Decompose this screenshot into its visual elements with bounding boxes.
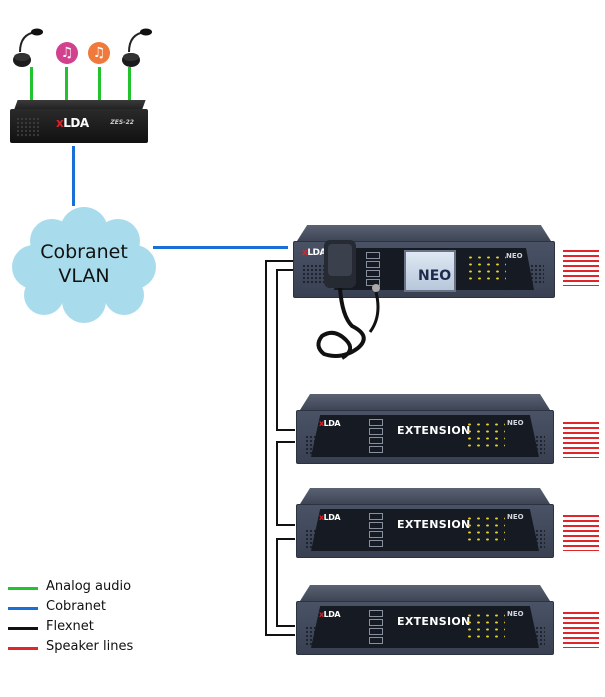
status-leds (465, 515, 505, 545)
microphone-icon (13, 28, 43, 67)
analog-audio-wire (65, 67, 68, 100)
legend-label: Speaker lines (46, 639, 134, 654)
extension-label: EXTENSION (397, 424, 471, 437)
lda-logo: xLDA (56, 116, 89, 130)
legend-label: Cobranet (46, 599, 106, 614)
speaker-lines (563, 515, 599, 551)
cloud-label: Cobranet VLAN (40, 241, 128, 287)
music-note-icon: ♫ (88, 42, 110, 64)
button-column (369, 419, 383, 455)
flexnet-wire (276, 269, 295, 431)
handheld-microphone-icon (316, 240, 380, 360)
cobranet-wire (72, 146, 75, 206)
extension-label: EXTENSION (397, 518, 471, 531)
legend-swatch (8, 587, 38, 590)
extension-unit: xLDA EXTENSION NEO (296, 585, 554, 657)
device-model: ZES-22 (110, 119, 134, 126)
flexnet-wire (276, 441, 295, 526)
zes-device: xLDA ZES-22 (10, 100, 150, 144)
cobranet-wire (153, 246, 288, 249)
flexnet-wire-outer (265, 260, 295, 636)
legend-swatch (8, 607, 38, 610)
neo-tag: NEO (507, 610, 524, 618)
speaker-lines (563, 250, 599, 286)
legend-swatch (8, 627, 38, 630)
button-column (369, 610, 383, 646)
cobranet-vlan-cloud (12, 207, 156, 323)
extension-unit: xLDA EXTENSION NEO (296, 488, 554, 560)
analog-audio-wire (30, 67, 33, 100)
speaker-lines (563, 422, 599, 458)
legend-label: Analog audio (46, 579, 132, 594)
status-leds (465, 421, 505, 451)
lcd-screen: NEO (404, 250, 456, 292)
music-note-icon: ♫ (56, 42, 78, 64)
extension-unit: xLDA EXTENSION NEO (296, 394, 554, 466)
lda-logo: xLDA (319, 513, 341, 522)
extension-label: EXTENSION (397, 615, 471, 628)
lda-logo: xLDA (319, 419, 341, 428)
neo-tag: NEO (507, 513, 524, 521)
legend-label: Flexnet (46, 619, 94, 634)
analog-audio-wire (98, 67, 101, 100)
flexnet-wire (276, 538, 295, 627)
analog-audio-wire (128, 67, 131, 100)
status-leds (466, 254, 506, 284)
button-column (369, 513, 383, 549)
neo-tag: NEO (507, 419, 524, 427)
lda-logo: xLDA (319, 610, 341, 619)
neo-tag: NEO (506, 252, 523, 260)
lda-logo: xLDA (302, 248, 326, 258)
status-leds (465, 612, 505, 642)
microphone-icon (122, 28, 152, 67)
speaker-lines (563, 612, 599, 648)
legend-swatch (8, 647, 38, 650)
neo-main-unit: xLDA NEO NEO (293, 225, 555, 300)
